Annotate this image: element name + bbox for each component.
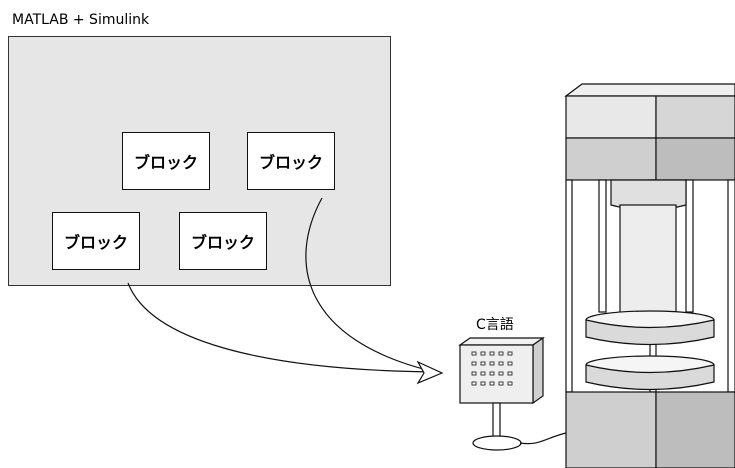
- press-base: [565, 391, 657, 468]
- press-guide-rod-1: [598, 179, 607, 313]
- controller-pole: [492, 402, 501, 440]
- press-base-side: [655, 391, 735, 468]
- press-top-band: [565, 137, 657, 181]
- controller-buttons: [471, 351, 513, 386]
- press-far-column: [727, 179, 735, 393]
- controller-box-front: [459, 344, 534, 404]
- arrowhead: [416, 360, 444, 385]
- controller-base: [472, 435, 522, 451]
- block-top-left: ブロック: [122, 132, 210, 190]
- press-left-column: [565, 179, 573, 393]
- press-ram: [619, 204, 677, 318]
- controller-unit: [458, 336, 567, 451]
- controller-cable: [519, 432, 567, 445]
- press-guide-rod-2: [685, 179, 694, 313]
- press-top-head: [565, 95, 657, 139]
- controller-box-side: [532, 336, 544, 405]
- press-top-band-side: [655, 137, 735, 181]
- controller-box-top: [458, 337, 545, 346]
- press-top-head-side: [655, 95, 735, 139]
- press-lower-platen-side: [585, 364, 715, 391]
- diagram-title: MATLAB + Simulink: [12, 12, 150, 28]
- simulink-canvas: ブロック ブロック ブロック ブロック: [8, 36, 391, 286]
- block-bottom-left: ブロック: [52, 212, 140, 270]
- code-generation-arrows: [127, 197, 444, 385]
- block-top-right: ブロック: [247, 132, 335, 190]
- controller-label: C言語: [476, 317, 514, 333]
- press-upper-platen-side: [585, 319, 715, 346]
- arrow-curve-1: [127, 282, 436, 373]
- arrow-curve-2: [305, 197, 436, 373]
- block-bottom-right: ブロック: [179, 212, 267, 270]
- press-top-face: [564, 83, 735, 97]
- press-machine: [564, 83, 735, 468]
